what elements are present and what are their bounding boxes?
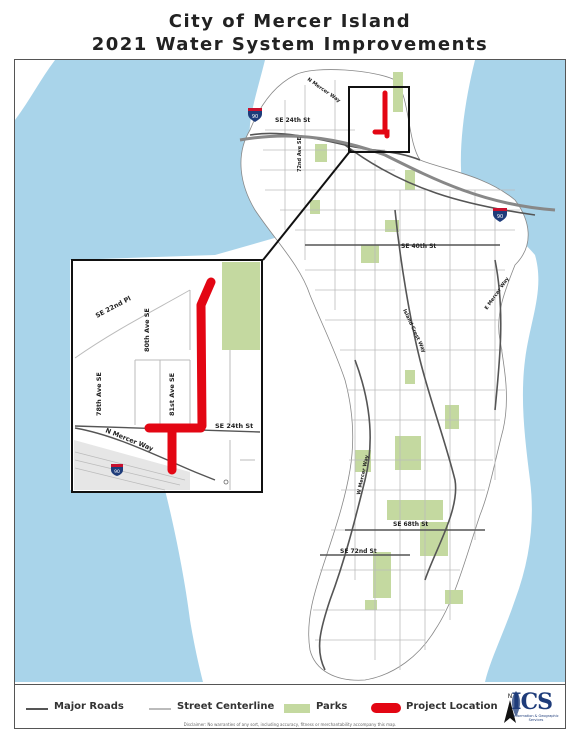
inset-leader-line (262, 149, 352, 261)
project-location-main (372, 90, 390, 139)
label-se-72nd: SE 72nd St (340, 548, 377, 555)
island-land (240, 69, 529, 681)
legend-project-location-label: Project Location (406, 701, 498, 712)
ics-logo-text: ICS (511, 689, 553, 715)
ics-logo-subtitle: Information & Geographic Services (513, 714, 559, 722)
legend: Major Roads Street Centerline Parks Proj… (14, 684, 566, 729)
legend-street-centerline-label: Street Centerline (177, 701, 275, 712)
inset-map: 90 SE 22nd Pl 80th Ave SE 78th Ave SE 81… (71, 259, 263, 493)
inset-label-se-24th: SE 24th St (215, 422, 253, 430)
north-arrow-label: N (508, 693, 513, 700)
i90-freeway (239, 134, 556, 212)
legend-major-roads-label: Major Roads (54, 701, 124, 712)
inset-label-80th-ave: 80th Ave SE (143, 308, 151, 352)
inset-streets (74, 289, 255, 490)
inset-extent-box (348, 86, 410, 153)
map-title: City of Mercer Island (168, 11, 412, 32)
label-se-68th: SE 68th St (393, 521, 428, 528)
inset-label-81st-ave: 81st Ave SE (168, 373, 176, 416)
north-arrow-icon: N (504, 693, 516, 723)
inset-marker-point (223, 479, 229, 485)
interstate-shield-icon: 90 (493, 208, 507, 222)
label-se-24th: SE 24th St (275, 117, 310, 124)
major-roads (249, 132, 536, 671)
label-se-40th: SE 40th St (401, 243, 436, 250)
inset-n-mercer-way-road (74, 427, 216, 481)
title-bar: City of Mercer Island 2021 Water System … (14, 5, 566, 60)
i90-shield-label: 90 (252, 114, 258, 120)
interstate-shield-icon: 90 (111, 464, 123, 476)
map-canvas: 90 90 N Mercer Way SE 24th St 72nd Ave S… (15, 60, 565, 682)
inset-i90-shield-label: 90 (114, 469, 120, 475)
legend-parks-swatch (284, 704, 310, 713)
ics-logo-icon (508, 687, 560, 725)
legend-street-centerline-swatch (149, 708, 171, 710)
legend-major-roads-swatch (26, 708, 48, 710)
inset-label-78th-ave: 78th Ave SE (95, 372, 103, 416)
disclaimer-text: Disclaimer: No warranties of any sort, i… (183, 722, 397, 727)
project-location-inset (144, 277, 216, 475)
interstate-shield-icon: 90 (248, 108, 262, 122)
i90-shield-label: 90 (497, 214, 503, 220)
label-72nd-ave: 72nd Ave SE (297, 136, 303, 172)
inset-i90-lanes (74, 451, 186, 491)
inset-i90-area (74, 440, 190, 490)
lake-west (15, 60, 285, 682)
legend-parks-label: Parks (316, 701, 348, 712)
map-subtitle: 2021 Water System Improvements (91, 34, 489, 55)
legend-project-location-swatch (371, 703, 401, 713)
inset-park (222, 262, 260, 350)
